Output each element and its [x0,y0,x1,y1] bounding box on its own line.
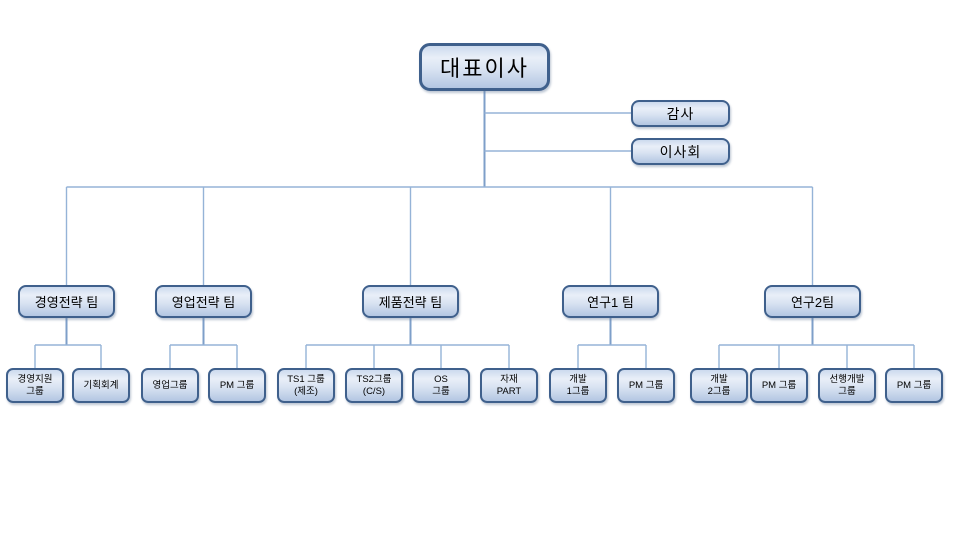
node-label-line: TS2그룹 [356,373,392,385]
node-label: 경영전략 팀 [34,295,99,310]
org-node-team4: 연구1 팀 [562,285,659,318]
node-label-line: 개발 [569,373,587,385]
node-label-line: 그룹 [838,385,856,397]
org-node-team2-child2: PM 그룹 [208,368,266,403]
org-node-team1-child2: 기획회계 [72,368,130,403]
node-label-line: (C/S) [362,385,386,397]
org-node-team5-child3: 선행개발 그룹 [818,368,876,403]
node-label: 영업전략 팀 [171,295,236,310]
org-node-audit: 감사 [631,100,730,127]
connector-team1-children [34,344,102,368]
node-label-line: OS [434,373,448,385]
node-label-line: 1그룹 [566,385,590,397]
node-label-line: 자재 [500,373,518,385]
org-node-team3: 제품전략 팀 [362,285,459,318]
connector-team5-children [718,344,915,368]
org-node-team1-child1: 경영지원 그룹 [6,368,64,403]
org-node-board: 이사회 [631,138,730,165]
node-label-line: PM 그룹 [896,379,932,391]
node-label-line: 영업그룹 [152,379,188,391]
node-label-line: PM 그룹 [219,379,255,391]
node-label-line: 2그룹 [707,385,731,397]
connector-team3-children [305,344,510,368]
org-node-team3-child3: OS 그룹 [412,368,470,403]
org-node-team5-child2: PM 그룹 [750,368,808,403]
org-node-team4-child1: 개발 1그룹 [549,368,607,403]
org-node-team4-child2: PM 그룹 [617,368,675,403]
org-node-team5-child1: 개발 2그룹 [690,368,748,403]
node-label: 이사회 [659,143,702,160]
node-label-line: 개발 [710,373,728,385]
node-label-line: PM 그룹 [628,379,664,391]
org-node-team3-child4: 자재 PART [480,368,538,403]
org-node-team2-child1: 영업그룹 [141,368,199,403]
node-label-line: PART [496,385,522,397]
org-node-team5: 연구2팀 [764,285,861,318]
org-node-team3-child1: TS1 그룹 (제조) [277,368,335,403]
node-label-line: 기획회계 [83,379,119,391]
org-node-team3-child2: TS2그룹 (C/S) [345,368,403,403]
node-label: 대표이사 [440,56,529,81]
node-label-line: 경영지원 [17,373,53,385]
node-label-line: (제조) [294,385,318,397]
org-node-team1: 경영전략 팀 [18,285,115,318]
connector-team4-children [577,344,647,368]
node-label-line: PM 그룹 [761,379,797,391]
org-node-team2: 영업전략 팀 [155,285,252,318]
node-label-line: 그룹 [26,385,44,397]
node-label: 감사 [666,105,695,122]
org-node-ceo: 대표이사 [419,43,550,91]
node-label-line: 그룹 [432,385,450,397]
node-label: 연구2팀 [790,295,835,310]
connector-team2-children [169,344,238,368]
node-label: 제품전략 팀 [378,295,443,310]
node-label: 연구1 팀 [587,295,634,310]
node-label-line: 선행개발 [829,373,865,385]
org-node-team5-child4: PM 그룹 [885,368,943,403]
connector-team-drops [65,187,814,285]
node-label-line: TS1 그룹 [287,373,325,385]
